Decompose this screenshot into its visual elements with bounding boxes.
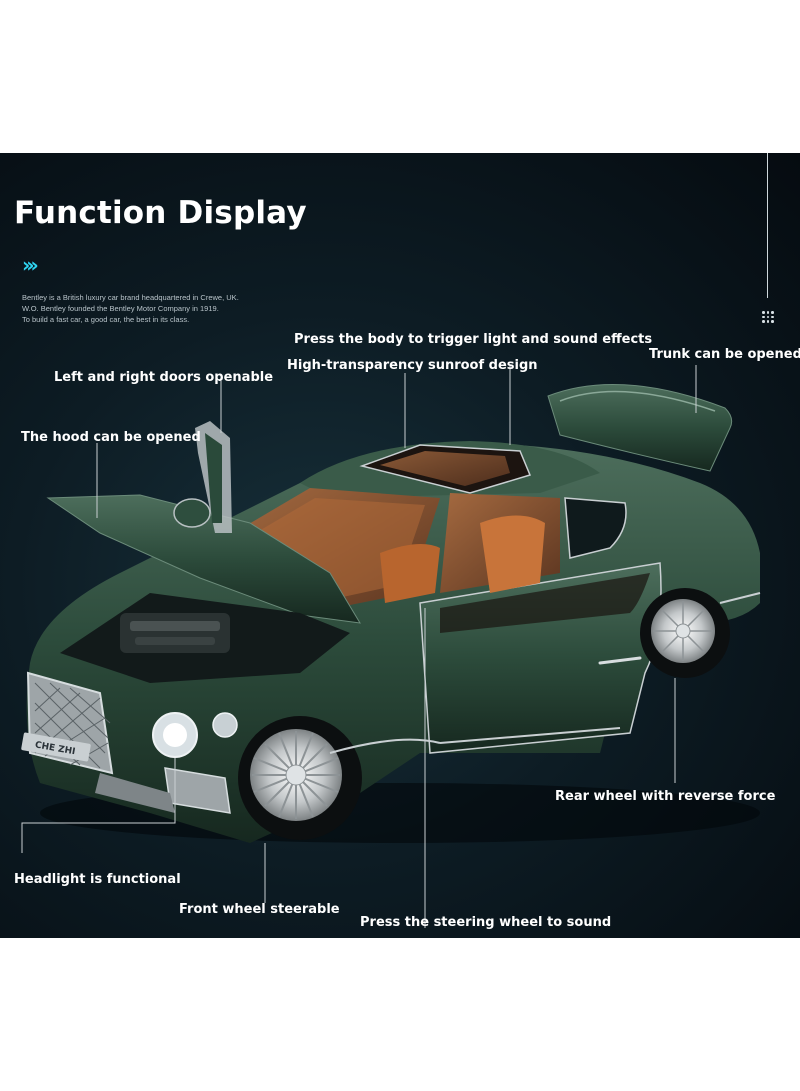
label-steering-wheel: Press the steering wheel to sound xyxy=(360,915,612,930)
function-display-panel: CHE ZHI xyxy=(0,153,800,938)
description-line: Bentley is a British luxury car brand he… xyxy=(22,293,239,302)
trunk-lid xyxy=(547,383,733,472)
label-front-wheel: Front wheel steerable xyxy=(179,902,340,917)
label-sunroof: High-transparency sunroof design xyxy=(287,358,538,373)
description-line: W.O. Bentley founded the Bentley Motor C… xyxy=(22,304,219,313)
label-trunk: Trunk can be opened xyxy=(649,347,800,362)
label-body-light-sound: Press the body to trigger light and soun… xyxy=(294,332,653,347)
label-hood: The hood can be opened xyxy=(21,430,201,445)
page-title: Function Display xyxy=(14,195,307,231)
label-rear-wheel: Rear wheel with reverse force xyxy=(555,789,776,804)
label-doors: Left and right doors openable xyxy=(54,370,274,385)
brand-description: Bentley is a British luxury car brand he… xyxy=(22,292,239,325)
top-right-divider-line xyxy=(767,153,768,298)
hood xyxy=(46,494,361,624)
grid-dots-icon xyxy=(762,311,774,323)
car-illustration: CHE ZHI xyxy=(21,365,761,928)
license-plate xyxy=(21,732,91,762)
label-headlight: Headlight is functional xyxy=(14,872,181,887)
description-line: To build a fast car, a good car, the bes… xyxy=(22,315,190,324)
chevron-right-icon: ››› xyxy=(22,253,39,277)
leader-lines xyxy=(21,365,697,928)
